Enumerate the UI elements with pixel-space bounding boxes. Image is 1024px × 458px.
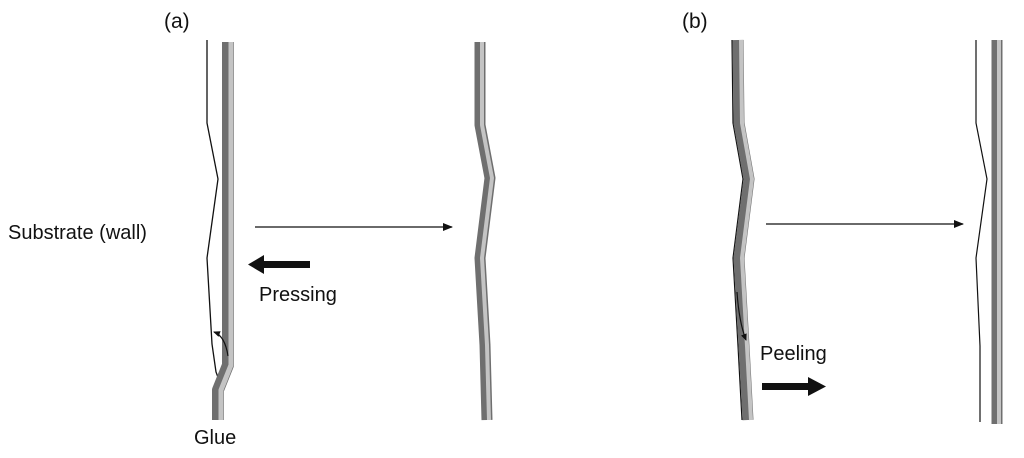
pressing-label: Pressing <box>259 284 337 306</box>
panel-label-a: (a) <box>164 10 190 33</box>
curl-arrow <box>213 331 229 357</box>
panel-label-b: (b) <box>682 10 708 33</box>
wall-line-b-after <box>975 40 988 422</box>
panel-a-before <box>206 40 234 420</box>
substrate-line <box>206 40 220 381</box>
wall-line-b <box>731 39 744 421</box>
peel-curve-arrow <box>736 291 747 341</box>
glue-label: Glue <box>194 427 236 449</box>
pressing-arrow <box>248 255 310 274</box>
panel-a-after <box>474 42 496 421</box>
panel-b-before <box>731 39 755 421</box>
substrate-label: Substrate (wall) <box>8 222 147 244</box>
panel-b-after <box>975 40 1003 424</box>
peeling-arrow <box>762 377 826 396</box>
peeling-label: Peeling <box>760 343 827 365</box>
glue-strip <box>212 42 234 420</box>
